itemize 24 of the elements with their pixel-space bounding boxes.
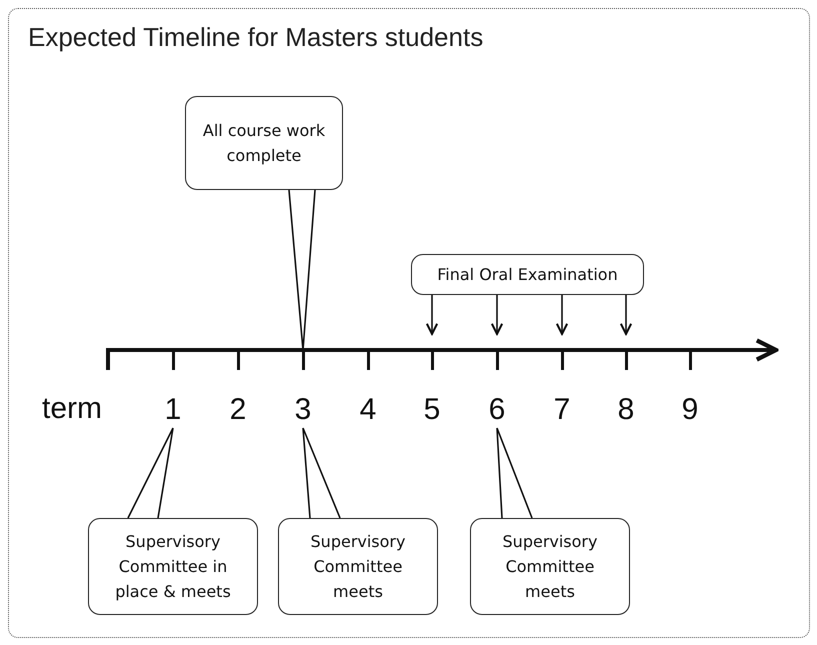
term-number: 4 (358, 393, 378, 427)
arrow (620, 295, 632, 336)
term-number: 8 (616, 393, 636, 427)
arrow (556, 295, 568, 336)
term-number: 9 (680, 393, 700, 427)
callout-pointer (496, 427, 533, 519)
callout-pointer (288, 189, 316, 351)
callout-pointer (127, 427, 174, 519)
arrow (490, 295, 504, 336)
title: Expected Timeline for Masters students (28, 22, 484, 53)
term-number: 2 (228, 393, 248, 427)
callout-box: Supervisory Committee meets (470, 518, 630, 615)
term-number: 1 (164, 393, 182, 427)
arrow (426, 295, 438, 336)
term-number: 3 (294, 393, 312, 427)
term-number: 6 (488, 393, 506, 427)
axis-label: term (42, 392, 102, 426)
callout-box: Supervisory Committee in place & meets (88, 518, 258, 615)
callout-pointer (302, 427, 341, 519)
term-number: 7 (552, 393, 572, 427)
callout-box: All course work complete (185, 96, 343, 190)
callout-box: Supervisory Committee meets (278, 518, 438, 615)
term-number: 5 (422, 393, 442, 427)
callout-box: Final Oral Examination (411, 254, 644, 295)
